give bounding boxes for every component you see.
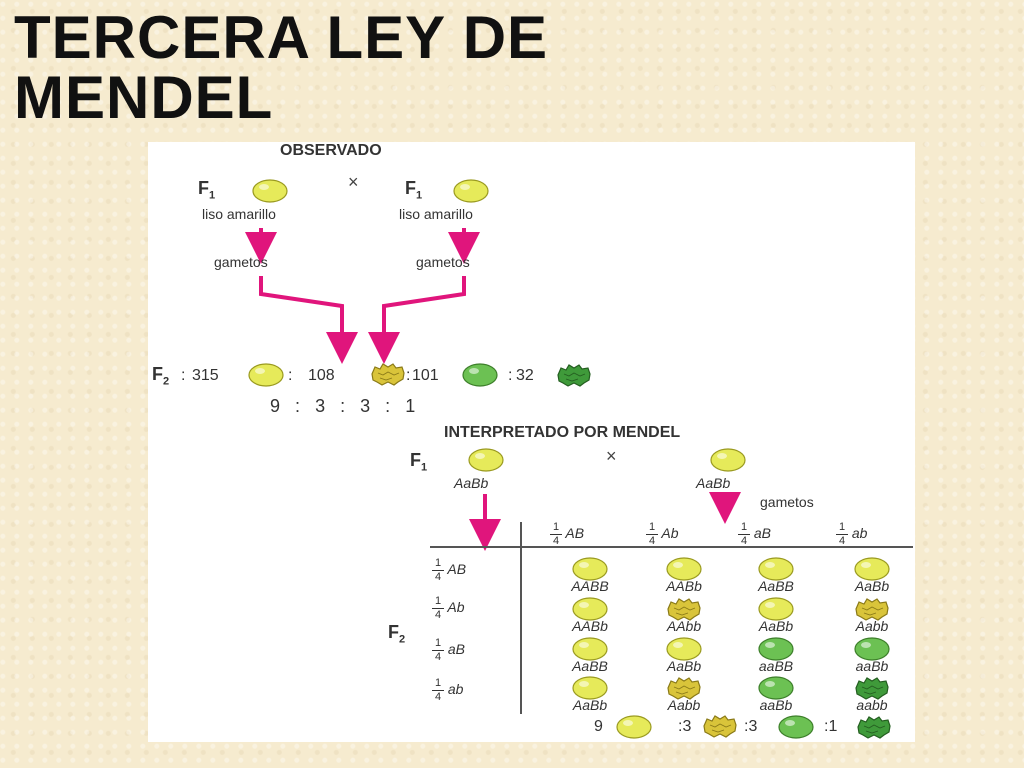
f1-label-right: F1: [405, 178, 423, 202]
diagram-graphics: [245, 228, 913, 714]
interpreted-heading: INTERPRETADO POR MENDEL: [444, 424, 681, 441]
punnett-genotype: Aabb: [855, 618, 889, 634]
observed-ratio: 9 : 3 : 3 : 1: [270, 396, 416, 416]
punnett-genotype: AaBb: [854, 578, 890, 594]
punnett-genotype: AaBb: [758, 618, 794, 634]
punnett-genotype: AaBB: [572, 658, 608, 674]
title-line-2: MENDEL: [14, 64, 274, 131]
punnett-genotype: AAbb: [666, 618, 702, 634]
f2-colon: :: [181, 367, 186, 384]
punnett-genotype: AaBb: [572, 697, 608, 713]
ratio-1: :1: [824, 718, 838, 735]
f1-label-interpreted: F1: [410, 450, 428, 474]
gametes-label-right: gametos: [416, 254, 470, 270]
slide-title: TERCERA LEY DE MENDEL: [14, 8, 548, 128]
punnett-genotype: AABB: [571, 578, 609, 594]
f2-label-interpreted: F2: [388, 622, 406, 646]
arrow-gametes1-f2: [259, 276, 358, 364]
observed-heading: OBSERVADO: [280, 142, 382, 159]
count-yellow-wrinkled: 108: [308, 367, 335, 384]
sep-1: :: [288, 367, 293, 384]
punnett-genotype: AABb: [572, 618, 608, 634]
count-green-smooth: 101: [412, 367, 439, 384]
punnett-genotype: AaBB: [758, 578, 794, 594]
f1-genotype-left: AaBb: [454, 475, 489, 491]
punnett-genotype: aaBb: [759, 697, 793, 713]
punnett-genotype: aaBB: [758, 658, 794, 674]
sep-2: :: [406, 367, 411, 384]
gametes-label-interpreted: gametos: [760, 494, 814, 510]
punnett-genotype: AaBb: [666, 658, 702, 674]
punnett-genotype: Aabb: [667, 697, 701, 713]
ratio-3a: :3: [678, 718, 692, 735]
title-line-1: TERCERA LEY DE: [14, 4, 549, 71]
count-green-wrinkled: 32: [516, 367, 534, 384]
punnett-genotype: aaBb: [855, 658, 889, 674]
gametes-label-left: gametos: [214, 254, 268, 270]
mendel-diagram: OBSERVADO F1 × F1 liso amarillo liso ama…: [148, 142, 915, 742]
ratio-3b: :3: [744, 718, 758, 735]
f1-label-left: F1: [198, 178, 216, 202]
arrow-gametes2-f2: [368, 276, 466, 364]
parent-phenotype-left: liso amarillo: [202, 206, 276, 222]
cross-symbol-interpreted: ×: [606, 446, 617, 466]
cross-symbol-observed: ×: [348, 172, 359, 192]
ratio-9: 9: [594, 718, 603, 735]
parent-phenotype-right: liso amarillo: [399, 206, 473, 222]
punnett-genotype: aabb: [856, 697, 888, 713]
punnett-genotype: AABb: [666, 578, 702, 594]
f2-label-observed: F2: [152, 364, 170, 388]
f1-genotype-right: AaBb: [696, 475, 731, 491]
sep-3: :: [508, 367, 513, 384]
count-yellow-smooth: 315: [192, 367, 219, 384]
